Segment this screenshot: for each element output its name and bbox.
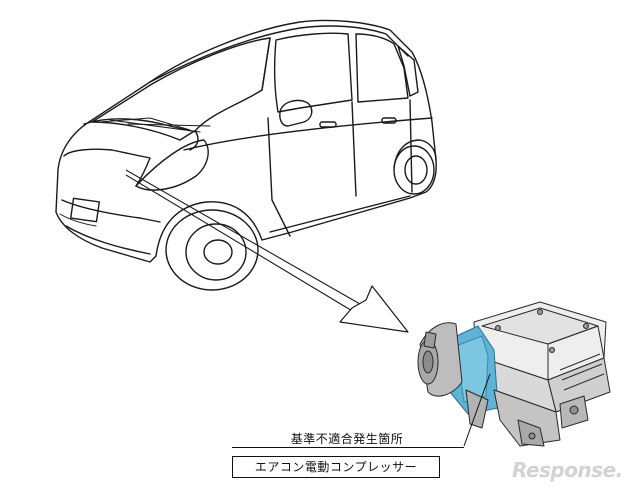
car-front-window xyxy=(273,32,353,113)
car-rear-window xyxy=(355,33,409,103)
car-illustration xyxy=(55,19,437,291)
arrow-head xyxy=(339,285,409,333)
heading-underline xyxy=(232,447,464,448)
car-body-outline xyxy=(55,19,437,263)
car-front-wheel xyxy=(165,209,259,291)
car-rear-wheel xyxy=(393,145,435,195)
car-side-mirror xyxy=(279,99,313,127)
component-name-box: エアコン電動コンプレッサー xyxy=(232,456,440,478)
car-windshield xyxy=(91,37,271,141)
compressor-illustration xyxy=(417,301,611,447)
callout-leader xyxy=(463,373,491,447)
car-hood xyxy=(83,118,199,151)
car-roof xyxy=(149,25,409,83)
watermark-logo: Response. xyxy=(512,458,623,482)
location-heading: 基準不適合発生箇所 xyxy=(290,432,404,446)
car-headlight xyxy=(135,139,209,191)
pointer-arrow xyxy=(125,169,409,333)
